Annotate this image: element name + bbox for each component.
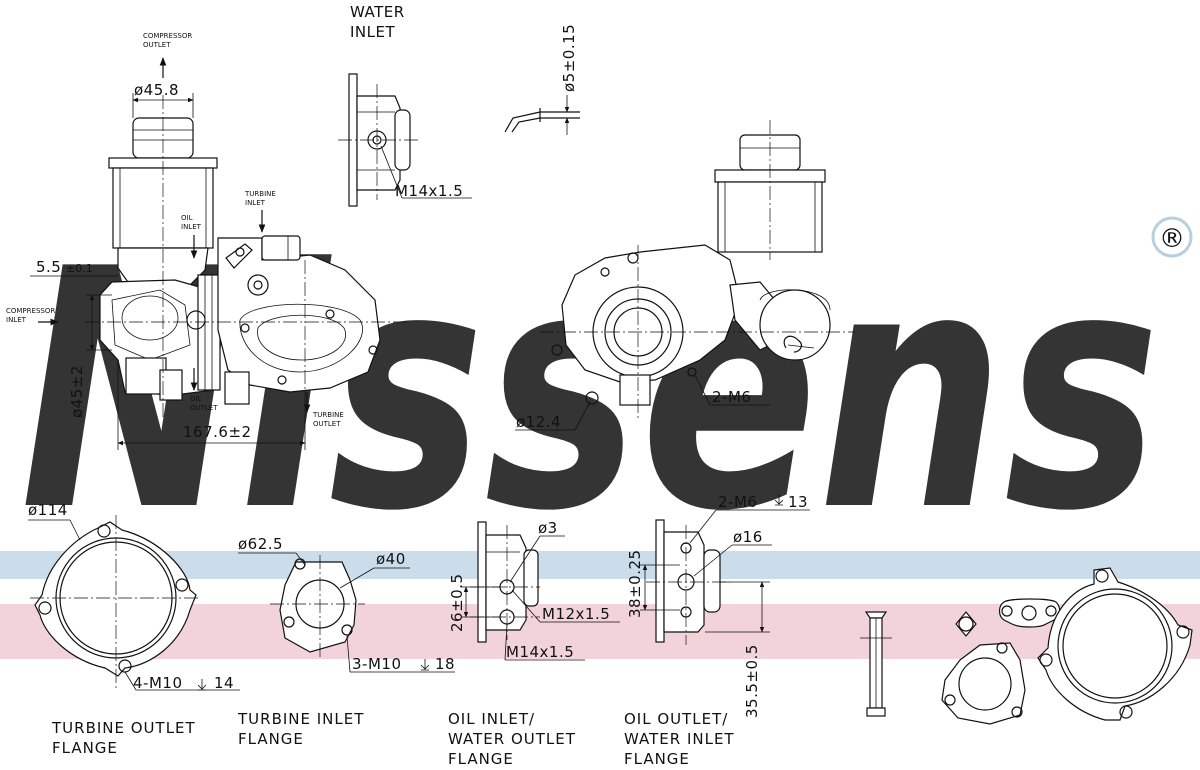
svg-text:26±0.5: 26±0.5 bbox=[448, 573, 466, 632]
svg-text:3-M10: 3-M10 bbox=[352, 655, 402, 673]
svg-text:2-M6: 2-M6 bbox=[718, 493, 757, 511]
svg-text:18: 18 bbox=[435, 655, 455, 673]
water-inlet-detail: WATER INLET M14x1.5 bbox=[338, 3, 472, 207]
length-dimension: 167.6±2 bbox=[117, 360, 306, 450]
stud-bolt bbox=[860, 611, 892, 717]
svg-text:5.5: 5.5 bbox=[36, 258, 61, 276]
svg-text:ø114: ø114 bbox=[28, 501, 68, 519]
svg-text:WATER OUTLET: WATER OUTLET bbox=[448, 730, 576, 748]
port-dia-dimension: ø12.4 bbox=[515, 401, 591, 431]
turbine-inlet-flange: ø62.5 ø40 3-M10 18 bbox=[238, 535, 455, 673]
svg-text:M14x1.5: M14x1.5 bbox=[506, 643, 574, 661]
oil-inlet-flange: 26±0.5 ø3 M12x1.5 M14x1.5 bbox=[448, 519, 620, 661]
mount-holes-dimension: 2-M6 bbox=[694, 374, 770, 406]
svg-text:COMPRESSOR: COMPRESSOR bbox=[6, 307, 55, 315]
background-band-blue bbox=[0, 551, 1200, 579]
small-gasket bbox=[955, 611, 977, 637]
svg-text:4-M10: 4-M10 bbox=[133, 674, 183, 692]
caption-turbine-inlet: TURBINE INLET FLANGE bbox=[237, 710, 364, 748]
turbine-outlet-gasket bbox=[1037, 567, 1193, 721]
end-view bbox=[540, 120, 855, 420]
svg-text:ø5±0.15: ø5±0.15 bbox=[560, 24, 578, 92]
svg-text:OUTLET: OUTLET bbox=[143, 41, 171, 49]
turbine-outlet-label: TURBINE OUTLET bbox=[303, 392, 344, 428]
registered-mark-ring bbox=[1151, 216, 1193, 258]
svg-text:FLANGE: FLANGE bbox=[52, 739, 118, 757]
svg-text:OIL INLET/: OIL INLET/ bbox=[448, 710, 535, 728]
caption-oil-outlet: OIL OUTLET/ WATER INLET FLANGE bbox=[624, 710, 735, 768]
offset-dimension: 5.5 ±0.1 bbox=[30, 258, 118, 277]
svg-text:ø3: ø3 bbox=[538, 519, 558, 537]
svg-text:TURBINE OUTLET: TURBINE OUTLET bbox=[51, 719, 196, 737]
svg-text:COMPRESSOR: COMPRESSOR bbox=[143, 32, 192, 40]
turbine-outlet-flange: ø114 4-M10 14 bbox=[28, 501, 240, 692]
compressor-inlet-dia-dimension: ø45±2 bbox=[68, 294, 112, 418]
oil-outlet-label: OIL OUTLET bbox=[190, 368, 218, 412]
svg-text:INLET: INLET bbox=[181, 223, 202, 231]
svg-text:167.6±2: 167.6±2 bbox=[183, 423, 252, 441]
compressor-outlet-label: COMPRESSOR OUTLET bbox=[143, 32, 192, 78]
svg-text:14: 14 bbox=[214, 674, 234, 692]
svg-text:OIL: OIL bbox=[181, 214, 193, 222]
pipe-detail: ø5±0.15 bbox=[504, 24, 580, 135]
svg-text:WATER INLET: WATER INLET bbox=[624, 730, 735, 748]
svg-text:OUTLET: OUTLET bbox=[190, 404, 218, 412]
caption-oil-inlet: OIL INLET/ WATER OUTLET FLANGE bbox=[448, 710, 576, 768]
oval-gasket bbox=[998, 598, 1061, 628]
svg-text:INLET: INLET bbox=[245, 199, 266, 207]
side-view bbox=[85, 95, 410, 420]
svg-text:ø45.8: ø45.8 bbox=[134, 81, 179, 99]
svg-text:35.5±0.5: 35.5±0.5 bbox=[743, 644, 761, 718]
svg-text:M12x1.5: M12x1.5 bbox=[542, 605, 610, 623]
compressor-outlet-dia-dimension: ø45.8 bbox=[132, 81, 194, 118]
svg-text:ø16: ø16 bbox=[733, 528, 763, 546]
turbine-inlet-label: TURBINE INLET bbox=[244, 190, 276, 233]
svg-text:TURBINE INLET: TURBINE INLET bbox=[237, 710, 364, 728]
svg-text:ø40: ø40 bbox=[376, 550, 406, 568]
svg-text:ø12.4: ø12.4 bbox=[516, 413, 561, 431]
svg-text:OIL OUTLET/: OIL OUTLET/ bbox=[624, 710, 728, 728]
svg-text:ø45±2: ø45±2 bbox=[68, 365, 86, 418]
svg-text:ø62.5: ø62.5 bbox=[238, 535, 283, 553]
turbine-inlet-gasket bbox=[941, 642, 1026, 725]
svg-text:13: 13 bbox=[788, 493, 808, 511]
svg-text:INLET: INLET bbox=[6, 316, 27, 324]
svg-text:FLANGE: FLANGE bbox=[238, 730, 304, 748]
svg-text:TURBINE: TURBINE bbox=[312, 411, 344, 419]
caption-turbine-outlet: TURBINE OUTLET FLANGE bbox=[51, 719, 196, 757]
svg-text:FLANGE: FLANGE bbox=[448, 750, 514, 768]
registered-mark: ® bbox=[1159, 224, 1185, 254]
oil-inlet-label: OIL INLET bbox=[181, 214, 202, 259]
svg-text:FLANGE: FLANGE bbox=[624, 750, 690, 768]
svg-text:WATER: WATER bbox=[350, 3, 405, 21]
svg-text:38±0.25: 38±0.25 bbox=[626, 549, 644, 618]
svg-text:2-M6: 2-M6 bbox=[712, 388, 751, 406]
compressor-inlet-label: COMPRESSOR INLET bbox=[6, 307, 59, 326]
svg-text:±0.1: ±0.1 bbox=[66, 262, 93, 275]
svg-text:OUTLET: OUTLET bbox=[313, 420, 341, 428]
svg-text:TURBINE: TURBINE bbox=[244, 190, 276, 198]
svg-text:INLET: INLET bbox=[350, 23, 395, 41]
oil-outlet-flange: 38±0.25 2-M6 13 ø16 35.5±0.5 bbox=[626, 493, 810, 718]
svg-text:M14x1.5: M14x1.5 bbox=[395, 182, 463, 200]
svg-text:OIL: OIL bbox=[190, 395, 202, 403]
